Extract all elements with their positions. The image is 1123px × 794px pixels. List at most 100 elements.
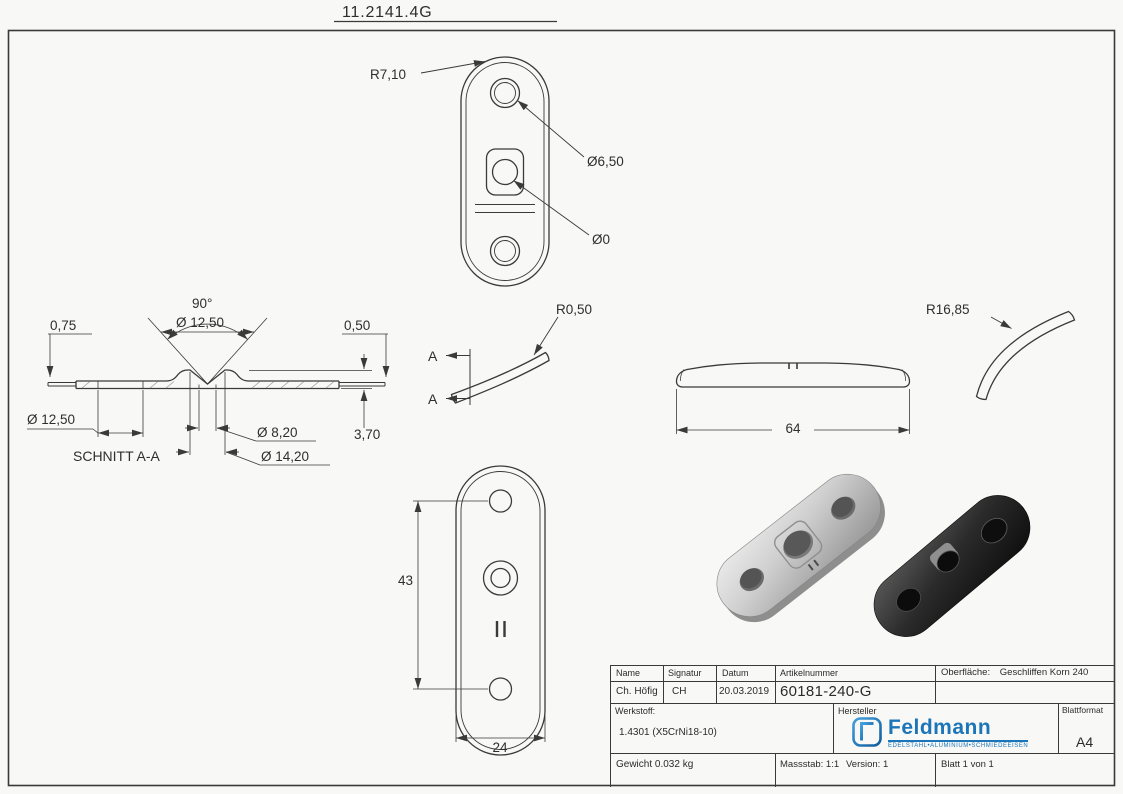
cut-label-bottom: A (428, 391, 438, 407)
view-section (27, 317, 390, 466)
dim-90deg: 90° (192, 296, 212, 311)
front-dimension-lines (413, 500, 546, 742)
render-light-knurl-2 (813, 559, 820, 567)
brand-underline (888, 740, 1029, 742)
titleblock-border-top (610, 665, 1115, 666)
dim-d820: Ø 8,20 (257, 425, 298, 440)
value-version: Version: 1 (846, 759, 889, 770)
front-hole-center (490, 567, 511, 589)
view-front (413, 465, 546, 756)
render-dark-hole-left (896, 587, 922, 612)
section-thin-tabs (47, 382, 386, 387)
titleblock-border-left (610, 665, 611, 787)
header-werkstoff: Werkstoff: (615, 706, 656, 716)
front-hole-center-countersink (482, 560, 519, 596)
titleblock-col-divider-6 (1058, 703, 1059, 753)
top-hole-upper (489, 77, 521, 109)
value-signatur: CH (672, 686, 687, 697)
surface-value: Geschliffen Korn 240 (999, 667, 1089, 678)
side-right-end-detail (901, 369, 907, 382)
dim-43: 43 (398, 573, 413, 588)
feldmann-logo-icon (852, 717, 882, 747)
leader-d650 (517, 100, 585, 158)
logo-text: Feldmann EDELSTAHL•ALUMINIUM•SCHMIEDEEIS… (888, 717, 1029, 749)
titleblock-col-divider-7 (775, 753, 776, 787)
render-3d-dark (873, 495, 1031, 637)
top-hole-upper-chamfer (494, 82, 516, 104)
view-side-length (675, 362, 911, 434)
dim-d1250-top: Ø 12,50 (176, 315, 224, 330)
dim-r050: R0,50 (556, 302, 592, 317)
section-dimensions (27, 317, 390, 466)
value-name: Ch. Höfig (616, 686, 658, 697)
surface-row: Oberfläche: Geschliffen Korn 240 (941, 667, 1089, 679)
top-inner-contour (465, 62, 545, 281)
manufacturer-logo: Feldmann EDELSTAHL•ALUMINIUM•SCHMIEDEEIS… (852, 717, 1029, 749)
top-hole-lower-chamfer (494, 240, 516, 262)
value-gewicht: Gewicht 0.032 kg (616, 759, 694, 770)
front-inner-contour (460, 471, 541, 750)
value-datum: 20.03.2019 (719, 686, 770, 697)
dim-d0: Ø0 (592, 232, 610, 247)
leader-r710 (420, 60, 486, 74)
leader-d0 (513, 180, 590, 236)
render-light-knurl-1 (807, 563, 814, 571)
saddle-arc-band (975, 310, 1076, 401)
side-left-end-detail (679, 369, 685, 382)
dim-370: 3,70 (354, 427, 380, 442)
dim-r710: R7,10 (370, 67, 406, 82)
render-dark-hole-right (980, 517, 1008, 544)
brand-tagline: EDELSTAHL•ALUMINIUM•SCHMIEDEEISEN (888, 743, 1029, 749)
top-center-hole (491, 158, 519, 186)
titleblock-col-divider-8 (935, 753, 936, 787)
titleblock-row-divider-2 (610, 703, 1115, 704)
titleblock-col-divider-5 (833, 703, 834, 753)
dim-64-lines (676, 389, 910, 434)
top-hole-lower (489, 235, 521, 267)
titleblock-col-divider-1 (663, 665, 664, 703)
render-3d-light (716, 473, 885, 623)
dim-d1250-bottom: Ø 12,50 (27, 412, 75, 427)
render-dark-hole-center (936, 550, 960, 573)
top-center-square-slot (485, 148, 525, 196)
render-light-hole-left-inner (740, 568, 762, 589)
render-light-hole-center-inner (783, 530, 811, 557)
dim-64: 64 (785, 421, 801, 436)
front-outer-contour (455, 465, 546, 756)
value-blattformat: A4 (1076, 734, 1094, 750)
dim-d650: Ø6,50 (587, 154, 624, 169)
titleblock-row-divider-3 (610, 753, 1115, 754)
header-datum: Datum (722, 668, 749, 678)
sheet-border (7, 29, 1116, 787)
value-massstab: Massstab: 1:1 (780, 759, 840, 770)
header-artikelnummer: Artikelnummer (780, 668, 839, 678)
titleblock-col-divider-4 (935, 665, 936, 703)
side-profile-contour (675, 362, 911, 388)
titleblock-col-divider-3 (775, 665, 776, 703)
section-top-profile (76, 369, 339, 385)
render-light-hole-right-inner (831, 496, 853, 517)
drawing-number: 11.2141.4G (342, 4, 432, 21)
section-hatching (81, 381, 335, 389)
curved-strip-profile (450, 351, 550, 404)
dim-24: 24 (492, 740, 508, 755)
dim-r1685: R16,85 (926, 302, 970, 317)
titleblock-col-divider-2 (716, 665, 717, 703)
article-number: 60181-240-G (780, 683, 872, 700)
view-saddle-radius (975, 310, 1076, 401)
leader-r050 (533, 316, 559, 356)
dim-075: 0,75 (50, 318, 76, 333)
cut-label-top: A (428, 348, 438, 364)
leader-r1685 (990, 316, 1012, 329)
dim-050: 0,50 (344, 318, 370, 333)
titleblock-row-divider-1 (610, 681, 1115, 682)
front-hole-lower (488, 677, 513, 701)
header-signatur: Signatur (668, 668, 702, 678)
front-hole-upper (488, 489, 513, 513)
title-block: Name Signatur Datum Artikelnummer Oberfl… (610, 665, 1115, 787)
view-side-cut (446, 316, 559, 405)
value-blatt: Blatt 1 von 1 (941, 759, 994, 770)
header-blattformat: Blattformat (1062, 705, 1104, 715)
